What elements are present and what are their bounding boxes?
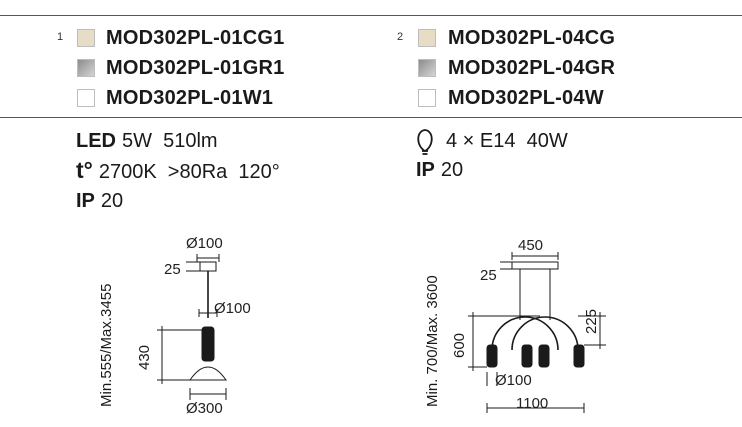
model-code: MOD302PL-04CG	[448, 27, 616, 49]
spec-value: 20	[100, 190, 124, 212]
color-swatch	[418, 59, 436, 77]
group-index: 2	[397, 31, 404, 43]
canopy-diameter-label: Ø100	[186, 235, 223, 252]
arc-height-label: 225	[583, 308, 600, 334]
table-top-rule	[0, 15, 742, 16]
model-code: MOD302PL-01CG1	[106, 27, 285, 49]
color-swatch	[418, 29, 436, 47]
pendant-drawing-2	[468, 252, 606, 413]
pendant-drawing-1	[157, 254, 227, 400]
spec-value: 2700K >80Ra 120°	[98, 161, 280, 183]
spec-temperature: t°2700K >80Ra 120°	[76, 158, 280, 184]
canopy-width-label: 450	[518, 237, 544, 254]
model-code: MOD302PL-04W	[448, 87, 604, 109]
color-swatch	[418, 89, 436, 107]
total-height-label: 600	[451, 332, 468, 358]
spec-label: LED	[76, 130, 116, 152]
spec-label: t°	[76, 157, 93, 183]
canopy-height-label: 25	[164, 261, 181, 278]
group-index: 1	[57, 31, 64, 43]
spec-label: IP	[416, 159, 435, 181]
canopy-height-label: 25	[480, 267, 497, 284]
spec-bulb: 4 × E14 40W	[446, 129, 568, 153]
color-swatch	[77, 89, 95, 107]
shade-diameter-label: Ø300	[186, 400, 223, 417]
shade-diameter-label: Ø100	[495, 372, 532, 389]
color-swatch	[77, 29, 95, 47]
height-range-label: Min. 700/Max. 3600	[424, 275, 441, 407]
spec-value: 4 × E14 40W	[446, 130, 568, 152]
height-range-label: Min.555/Max.3455	[98, 283, 115, 407]
model-code: MOD302PL-01GR1	[106, 57, 285, 79]
total-width-label: 1100	[516, 395, 549, 412]
body-diameter-label: Ø100	[214, 300, 251, 317]
color-swatch	[77, 59, 95, 77]
spec-value: 20	[440, 159, 464, 181]
body-height-label: 430	[136, 344, 153, 370]
model-code: MOD302PL-04GR	[448, 57, 616, 79]
table-bottom-rule	[0, 117, 742, 118]
spec-label: IP	[76, 190, 95, 212]
spec-value: 5W 510lm	[122, 130, 218, 152]
model-code: MOD302PL-01W1	[106, 87, 274, 109]
spec-led: LED 5W 510lm	[76, 129, 218, 153]
